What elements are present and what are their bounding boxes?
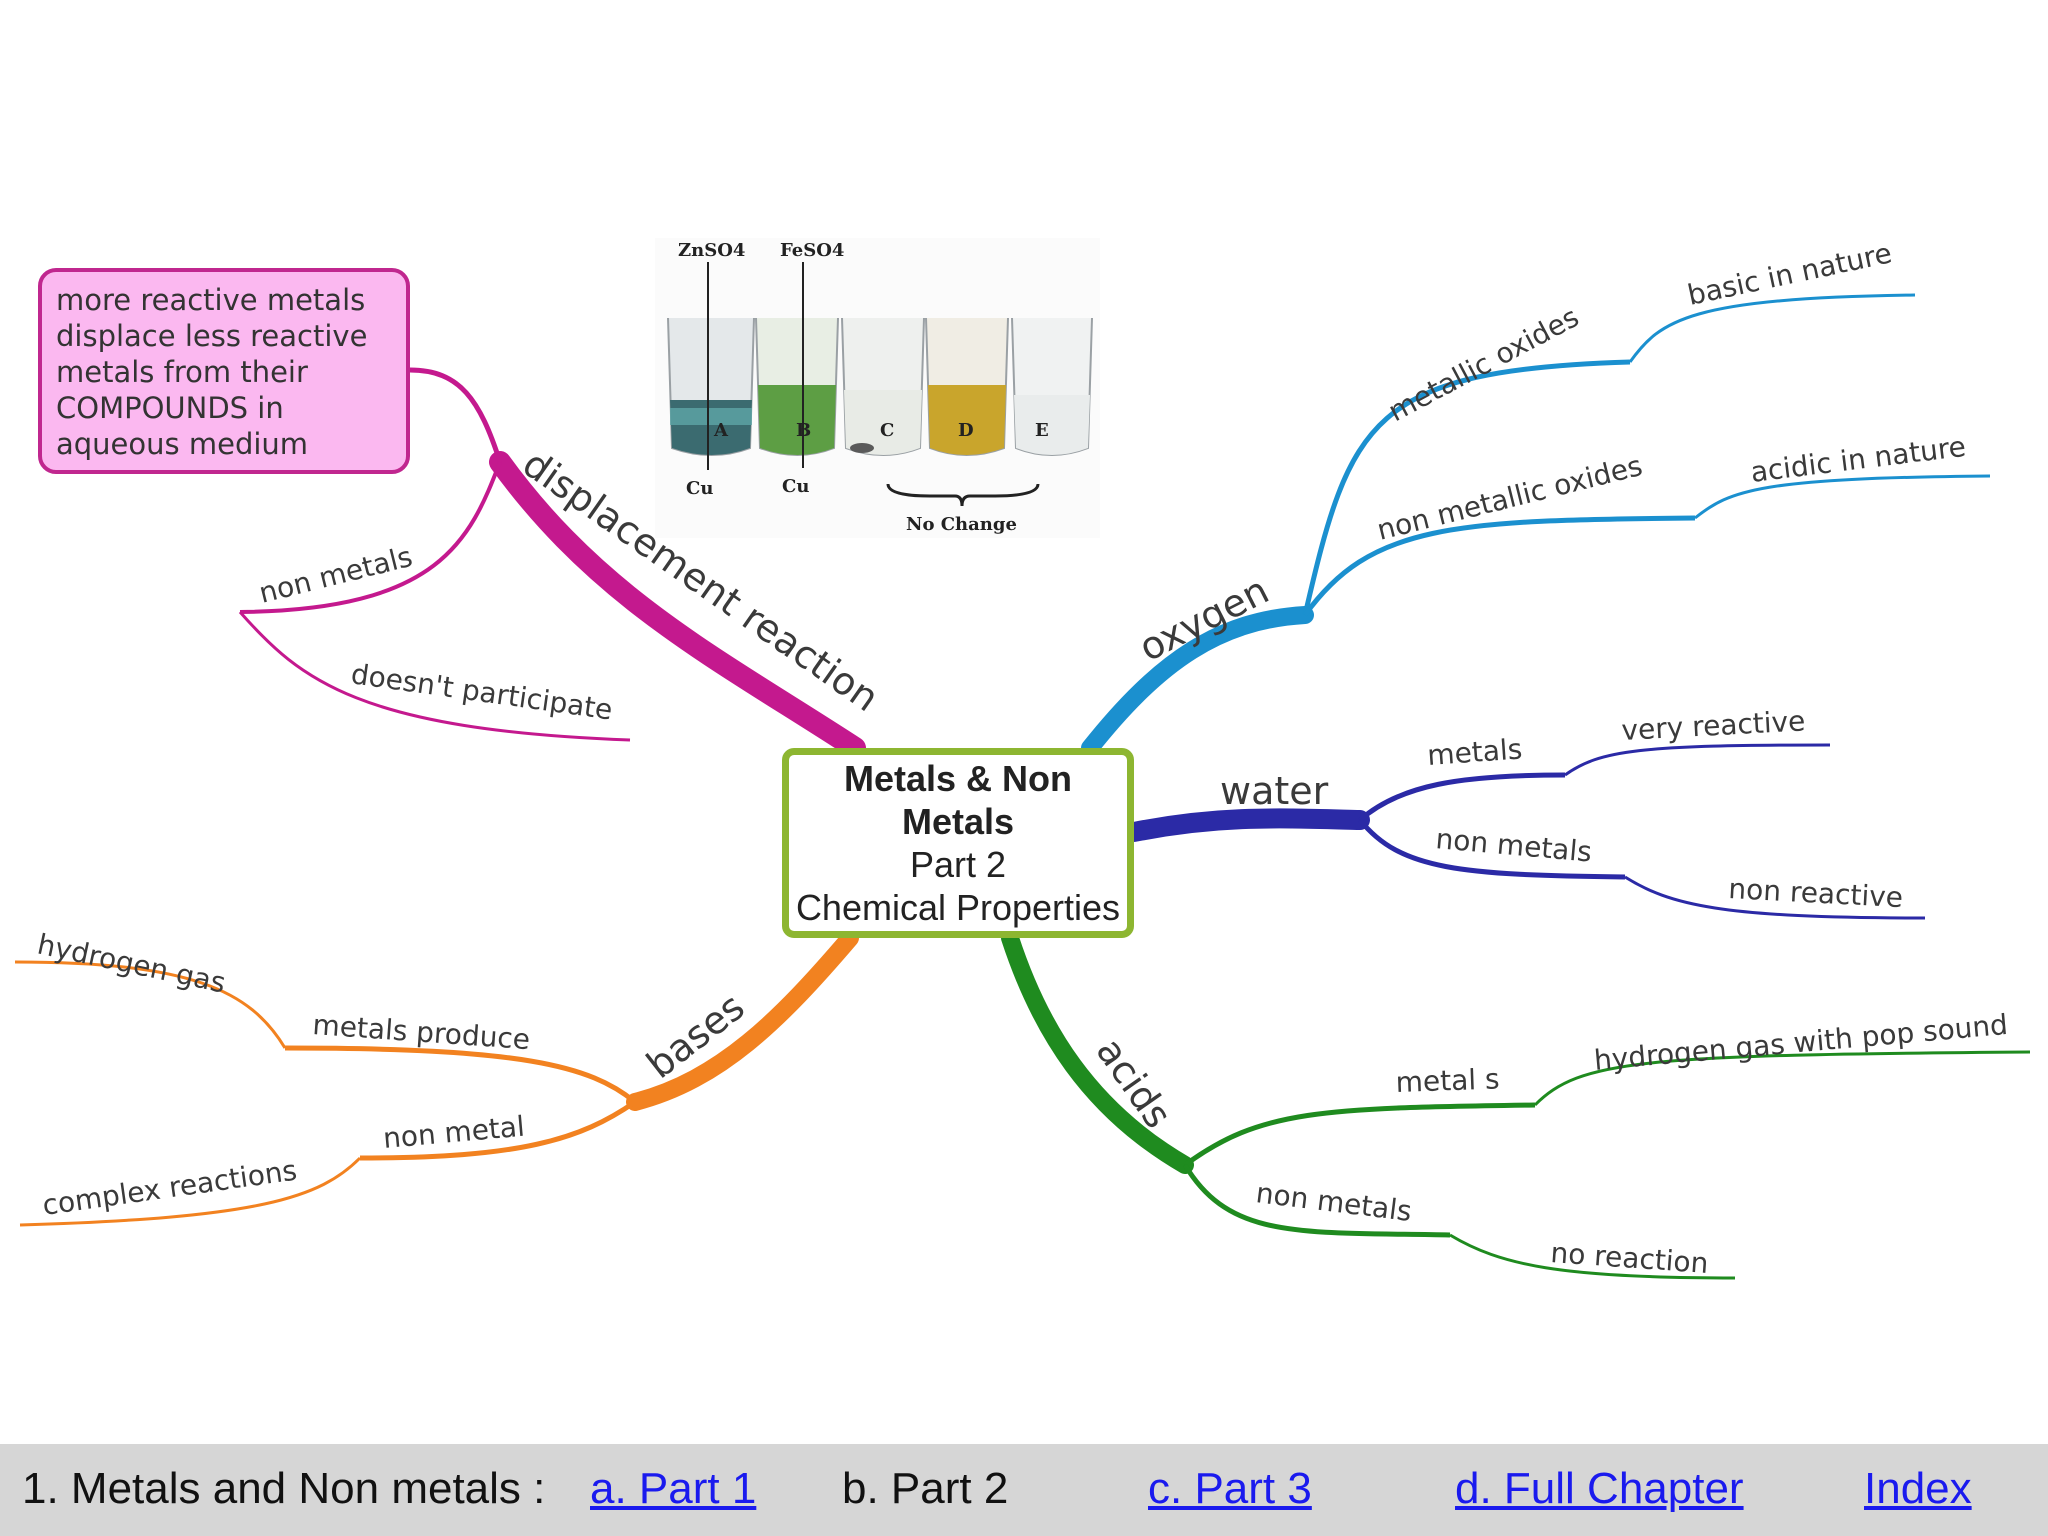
acids-main-line (1001, 929, 1194, 1174)
svg-text:C: C (880, 420, 894, 441)
central-title: Metals & Non Metals (843, 758, 1073, 842)
beaker-e: E (1011, 317, 1093, 456)
very-reactive-label: very reactive (1621, 704, 1806, 747)
very-reactive-line (1564, 743, 1831, 777)
central-subtitle: Chemical Properties (795, 887, 1121, 928)
displacement-main-line (489, 451, 866, 759)
doesnt-participate-line (238, 611, 631, 742)
hydrogen-gas-line (14, 960, 287, 1049)
note-line: displace less reactive (56, 319, 368, 353)
part1-link[interactable]: a. Part 1 (590, 1464, 757, 1513)
acids-metals-label: metal s (1395, 1062, 1500, 1099)
water-label: water (1220, 769, 1329, 813)
index-link[interactable]: Index (1864, 1464, 1972, 1513)
no-reaction-line (1449, 1233, 1736, 1280)
doesnt-participate-label: doesn't participate (349, 657, 615, 726)
water-metals-line (1358, 772, 1566, 822)
acids-metals-line (1183, 1102, 1536, 1168)
water-metals-label: metals (1426, 732, 1523, 772)
hydrogen-pop-line (1533, 1050, 2031, 1107)
no-change-label: No Change (906, 514, 1017, 535)
non-reactive-label: non reactive (1728, 872, 1904, 914)
full-chapter-link[interactable]: d. Full Chapter (1455, 1464, 1744, 1513)
non-metallic-oxides-label: non metallic oxides (1374, 449, 1646, 547)
note-line: aqueous medium (56, 427, 309, 461)
displacement-to-note-line (409, 367, 503, 463)
acids-label: acids (1088, 1030, 1181, 1136)
displacement-branch (238, 367, 866, 759)
non-reactive-line (1624, 875, 1926, 920)
displacement-non-metals-label: non metals (256, 540, 416, 610)
beaker-b: B (755, 317, 839, 456)
central-topic: Metals & Non Metals Part 2 Chemical Prop… (782, 748, 1134, 938)
acids-branch (1001, 929, 2031, 1280)
part2-current: b. Part 2 (842, 1464, 1009, 1513)
bases-branch (14, 929, 859, 1227)
feso4-label: FeSO4 (780, 240, 844, 261)
acidic-line (1694, 474, 1991, 520)
part3-link[interactable]: c. Part 3 (1148, 1464, 1312, 1513)
svg-text:E: E (1035, 420, 1049, 441)
hydrogen-pop-label: hydrogen gas with pop sound (1593, 1008, 2009, 1077)
complex-label: complex reactions (40, 1154, 299, 1222)
hydrogen-gas-label: hydrogen gas (35, 928, 229, 1000)
znso4-label: ZnSO4 (678, 240, 745, 261)
beaker-a: A (667, 317, 755, 456)
oxygen-main-line (1081, 606, 1314, 757)
note-line: metals from their (56, 355, 308, 389)
cu-label-a: Cu (686, 478, 713, 499)
mind-map: displacement reaction non metals doesn't… (14, 236, 2031, 1280)
water-non-metals-line (1358, 818, 1626, 880)
non-metals-line (239, 461, 502, 614)
water-main-line (1124, 808, 1370, 842)
note-line: COMPOUNDS in (56, 391, 284, 425)
footer-prefix: 1. Metals and Non metals : (22, 1464, 546, 1513)
metals-produce-line (284, 1045, 637, 1104)
displacement-note: more reactive metals displace less react… (38, 268, 410, 474)
footer-nav: 1. Metals and Non metals : a. Part 1 b. … (0, 1444, 2048, 1536)
acids-non-metals-label: non metals (1254, 1176, 1413, 1228)
oxygen-branch (1081, 293, 1991, 757)
experiment-illustration: ZnSO4 FeSO4 A B C D (655, 238, 1100, 538)
central-part: Part 2 (909, 844, 1007, 885)
non-metallic-oxides-line (1302, 515, 1696, 617)
non-metal-line (359, 1099, 637, 1161)
svg-text:D: D (958, 420, 974, 441)
no-reaction-label: no reaction (1550, 1236, 1710, 1280)
svg-text:A: A (713, 420, 729, 441)
water-non-metals-label: non metals (1434, 822, 1593, 869)
beaker-c: C (841, 317, 925, 456)
no-change-brace (886, 483, 1040, 507)
metallic-oxides-line (1302, 359, 1631, 616)
basic-line (1628, 293, 1916, 363)
note-line: more reactive metals (56, 283, 366, 317)
bases-main-line (626, 929, 859, 1111)
acids-non-metals-line (1182, 1163, 1451, 1238)
cu-label-b: Cu (782, 476, 809, 497)
water-branch (1124, 743, 1926, 920)
complex-line (19, 1156, 362, 1227)
beaker-d: D (925, 317, 1009, 456)
